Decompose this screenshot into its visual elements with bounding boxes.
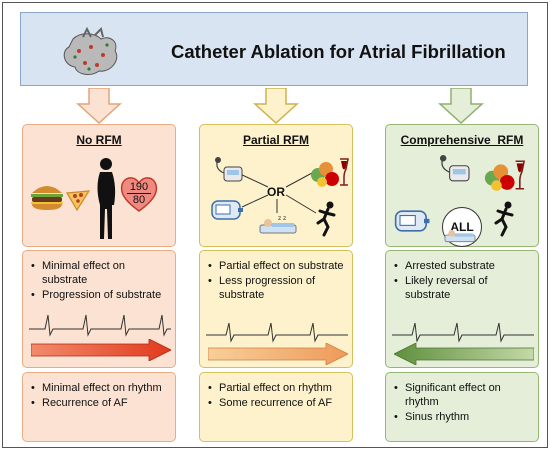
column-title: Partial RFM xyxy=(242,133,309,147)
down-arrow-icon xyxy=(76,88,122,124)
bp-monitor-icon xyxy=(215,157,243,182)
connector-lines xyxy=(237,172,317,214)
rhythm-list: Minimal effect on rhythm Recurrence of A… xyxy=(31,381,171,411)
partial-rfm-panel: Partial RFM OR xyxy=(199,124,353,247)
list-item: Recurrence of AF xyxy=(31,396,171,410)
comprehensive-rfm-panel: Comprehensive RFM ALL xyxy=(385,124,539,247)
rhythm-list: Partial effect on rhythm Some recurrence… xyxy=(208,381,348,411)
bp-monitor-icon xyxy=(439,155,470,182)
list-item: Minimal effect on rhythm xyxy=(31,381,171,395)
partial-rfm-substrate-panel: Partial effect on substrate Less progres… xyxy=(199,250,353,368)
lifestyle-illustration: OR z z xyxy=(200,155,352,243)
blood-pressure-reading: 190 80 xyxy=(119,181,159,206)
person-silhouette-icon xyxy=(97,158,116,239)
partial-rfm-rhythm-panel: Partial effect on rhythm Some recurrence… xyxy=(199,372,353,442)
list-item: Arrested substrate xyxy=(394,259,534,273)
heart-icon xyxy=(120,177,158,212)
sleeping-person-icon xyxy=(444,230,476,243)
list-item: Significant effect on rhythm xyxy=(394,381,534,409)
reversal-arrow xyxy=(394,343,534,365)
list-item: Likely reversal of substrate xyxy=(394,274,534,302)
page-title: Catheter Ablation for Atrial Fibrillatio… xyxy=(171,41,506,62)
no-rfm-panel: No RFM 190 80 xyxy=(22,124,176,247)
comprehensive-rfm-rhythm-panel: Significant effect on rhythm Sinus rhyth… xyxy=(385,372,539,442)
no-rfm-substrate-panel: Minimal effect on substrate Progression … xyxy=(22,250,176,368)
healthy-food-icon xyxy=(484,160,526,191)
runner-icon xyxy=(494,201,514,237)
list-item: Sinus rhythm xyxy=(394,410,534,424)
no-rfm-rhythm-panel: Minimal effect on rhythm Recurrence of A… xyxy=(22,372,176,442)
sleeping-person-icon: z z xyxy=(259,215,297,234)
column-title: Comprehensive RFM xyxy=(400,133,524,147)
burger-icon xyxy=(31,186,63,210)
list-item: Less progression of substrate xyxy=(208,274,348,302)
pizza-icon xyxy=(66,190,91,211)
systolic-value: 190 xyxy=(127,181,151,194)
ecg-trace-icon xyxy=(29,314,171,337)
glucose-meter-icon xyxy=(394,210,430,232)
header-banner: Catheter Ablation for Atrial Fibrillatio… xyxy=(20,12,528,86)
list-item: Minimal effect on substrate xyxy=(31,259,171,287)
down-arrow-icon xyxy=(438,88,484,124)
column-title: No RFM xyxy=(76,133,122,147)
progression-arrow xyxy=(31,339,171,361)
substrate-list: Partial effect on substrate Less progres… xyxy=(208,259,348,303)
diastolic-value: 80 xyxy=(132,194,146,206)
progression-arrow xyxy=(208,343,348,365)
rhythm-list: Significant effect on rhythm Sinus rhyth… xyxy=(394,381,534,425)
runner-icon xyxy=(316,201,336,237)
ecg-trace-icon xyxy=(206,322,348,343)
svg-text:z z: z z xyxy=(278,215,286,222)
list-item: Some recurrence of AF xyxy=(208,396,348,410)
lifestyle-illustration: 190 80 xyxy=(23,155,175,243)
substrate-list: Arrested substrate Likely reversal of su… xyxy=(394,259,534,303)
or-label: OR xyxy=(267,185,285,199)
glucose-meter-icon xyxy=(211,200,243,220)
heart-anatomy-icon xyxy=(63,27,118,75)
lifestyle-illustration: ALL xyxy=(386,155,538,247)
down-arrow-icon xyxy=(253,88,299,124)
list-item: Partial effect on rhythm xyxy=(208,381,348,395)
healthy-food-icon xyxy=(311,158,349,187)
comprehensive-rfm-substrate-panel: Arrested substrate Likely reversal of su… xyxy=(385,250,539,368)
list-item: Partial effect on substrate xyxy=(208,259,348,273)
ecg-trace-icon xyxy=(392,322,534,343)
substrate-list: Minimal effect on substrate Progression … xyxy=(31,259,171,303)
list-item: Progression of substrate xyxy=(31,288,171,302)
